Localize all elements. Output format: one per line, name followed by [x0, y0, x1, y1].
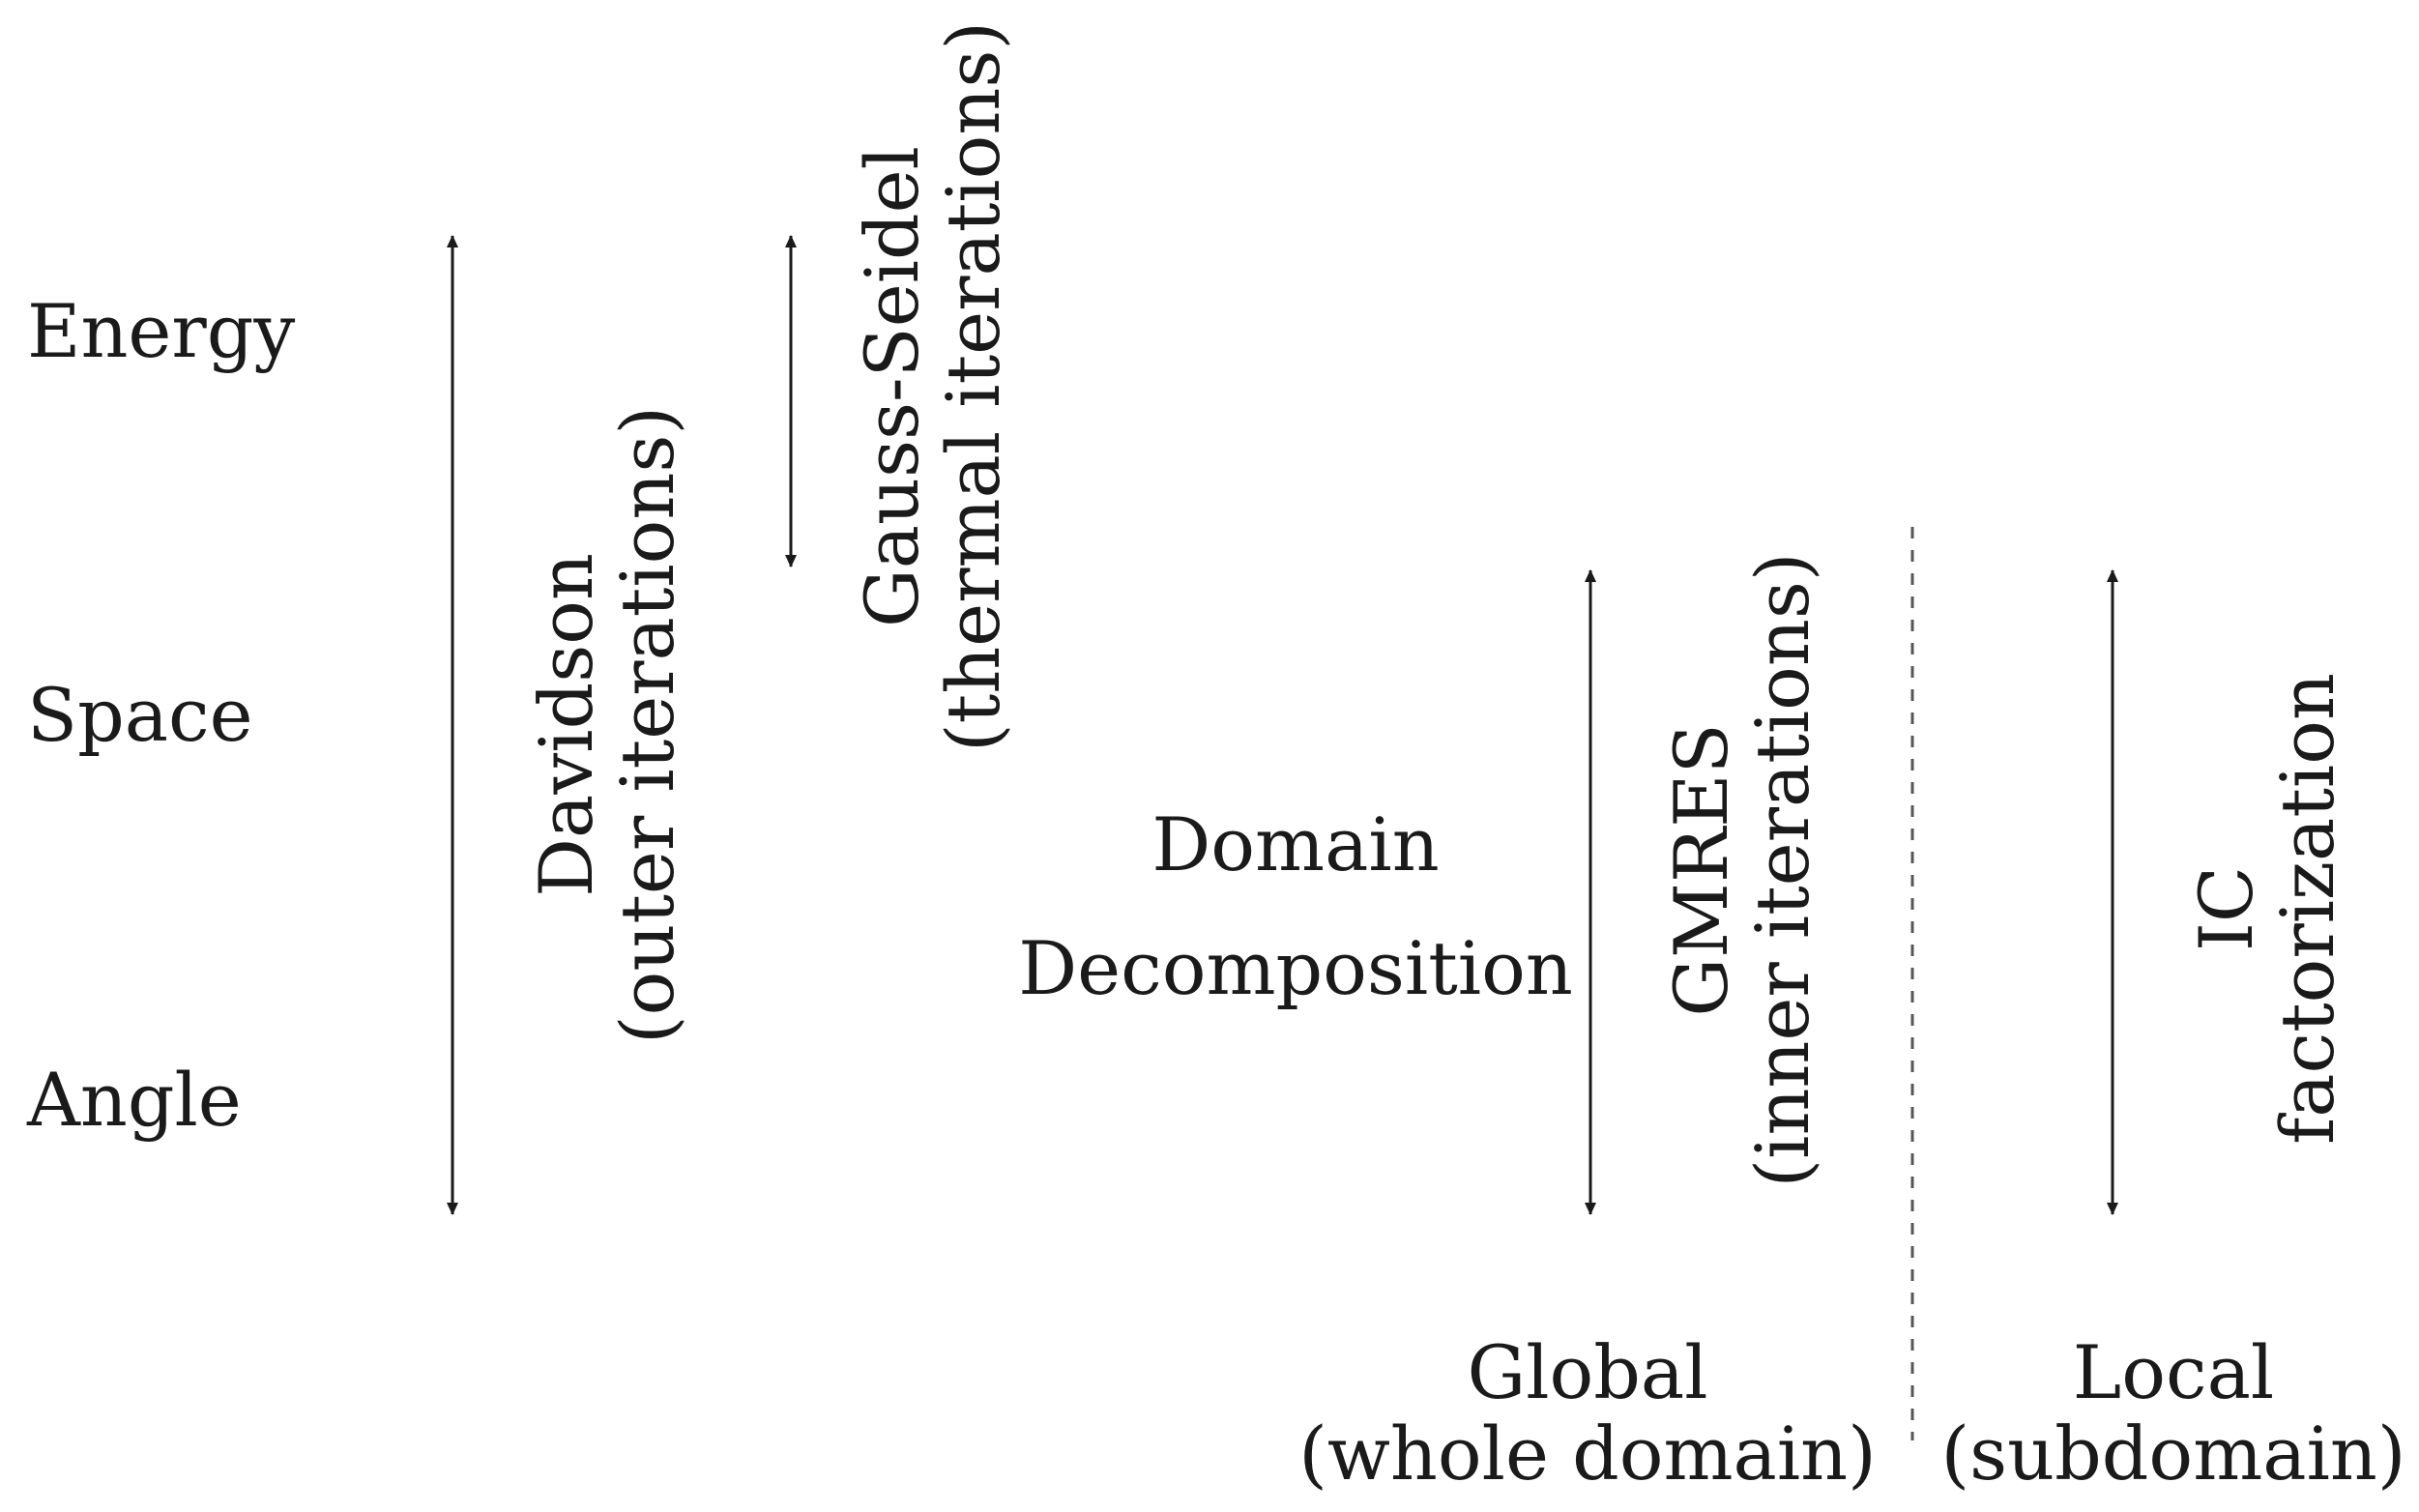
davidson-subtitle: (outer iterations): [604, 405, 690, 1045]
gauss-seidel-subtitle: (thermal iterations): [930, 21, 1016, 752]
gauss-seidel-title: Gauss-Seidel: [849, 146, 935, 627]
domain-decomposition-line1: Domain: [1151, 801, 1440, 887]
local-label: Local (subdomain): [1941, 1332, 2406, 1495]
gmres-subtitle: (inner iterations): [1739, 552, 1825, 1188]
angle-label: Angle: [27, 1057, 242, 1143]
ic-label: IC factorization: [2183, 673, 2350, 1145]
global-label: Global (whole domain): [1298, 1332, 1877, 1495]
space-label: Space: [27, 672, 253, 758]
gmres-title: GMRES: [1658, 723, 1744, 1017]
energy-label: Energy: [27, 288, 296, 374]
global-subtitle: (whole domain): [1298, 1410, 1877, 1497]
global-title: Global: [1467, 1329, 1708, 1415]
ic-title: IC: [2183, 865, 2269, 952]
davidson-title: Davidson: [523, 553, 609, 897]
local-title: Local: [2072, 1329, 2275, 1415]
gmres-label: GMRES (inner iterations): [1658, 552, 1825, 1188]
gauss-seidel-label: Gauss-Seidel (thermal iterations): [849, 21, 1016, 752]
domain-decomposition-line2: Decomposition: [1018, 925, 1573, 1011]
davidson-label: Davidson (outer iterations): [523, 405, 690, 1045]
local-subtitle: (subdomain): [1940, 1410, 2406, 1497]
ic-subtitle: factorization: [2264, 673, 2350, 1145]
domain-decomposition-label: Domain Decomposition: [1018, 783, 1573, 1031]
